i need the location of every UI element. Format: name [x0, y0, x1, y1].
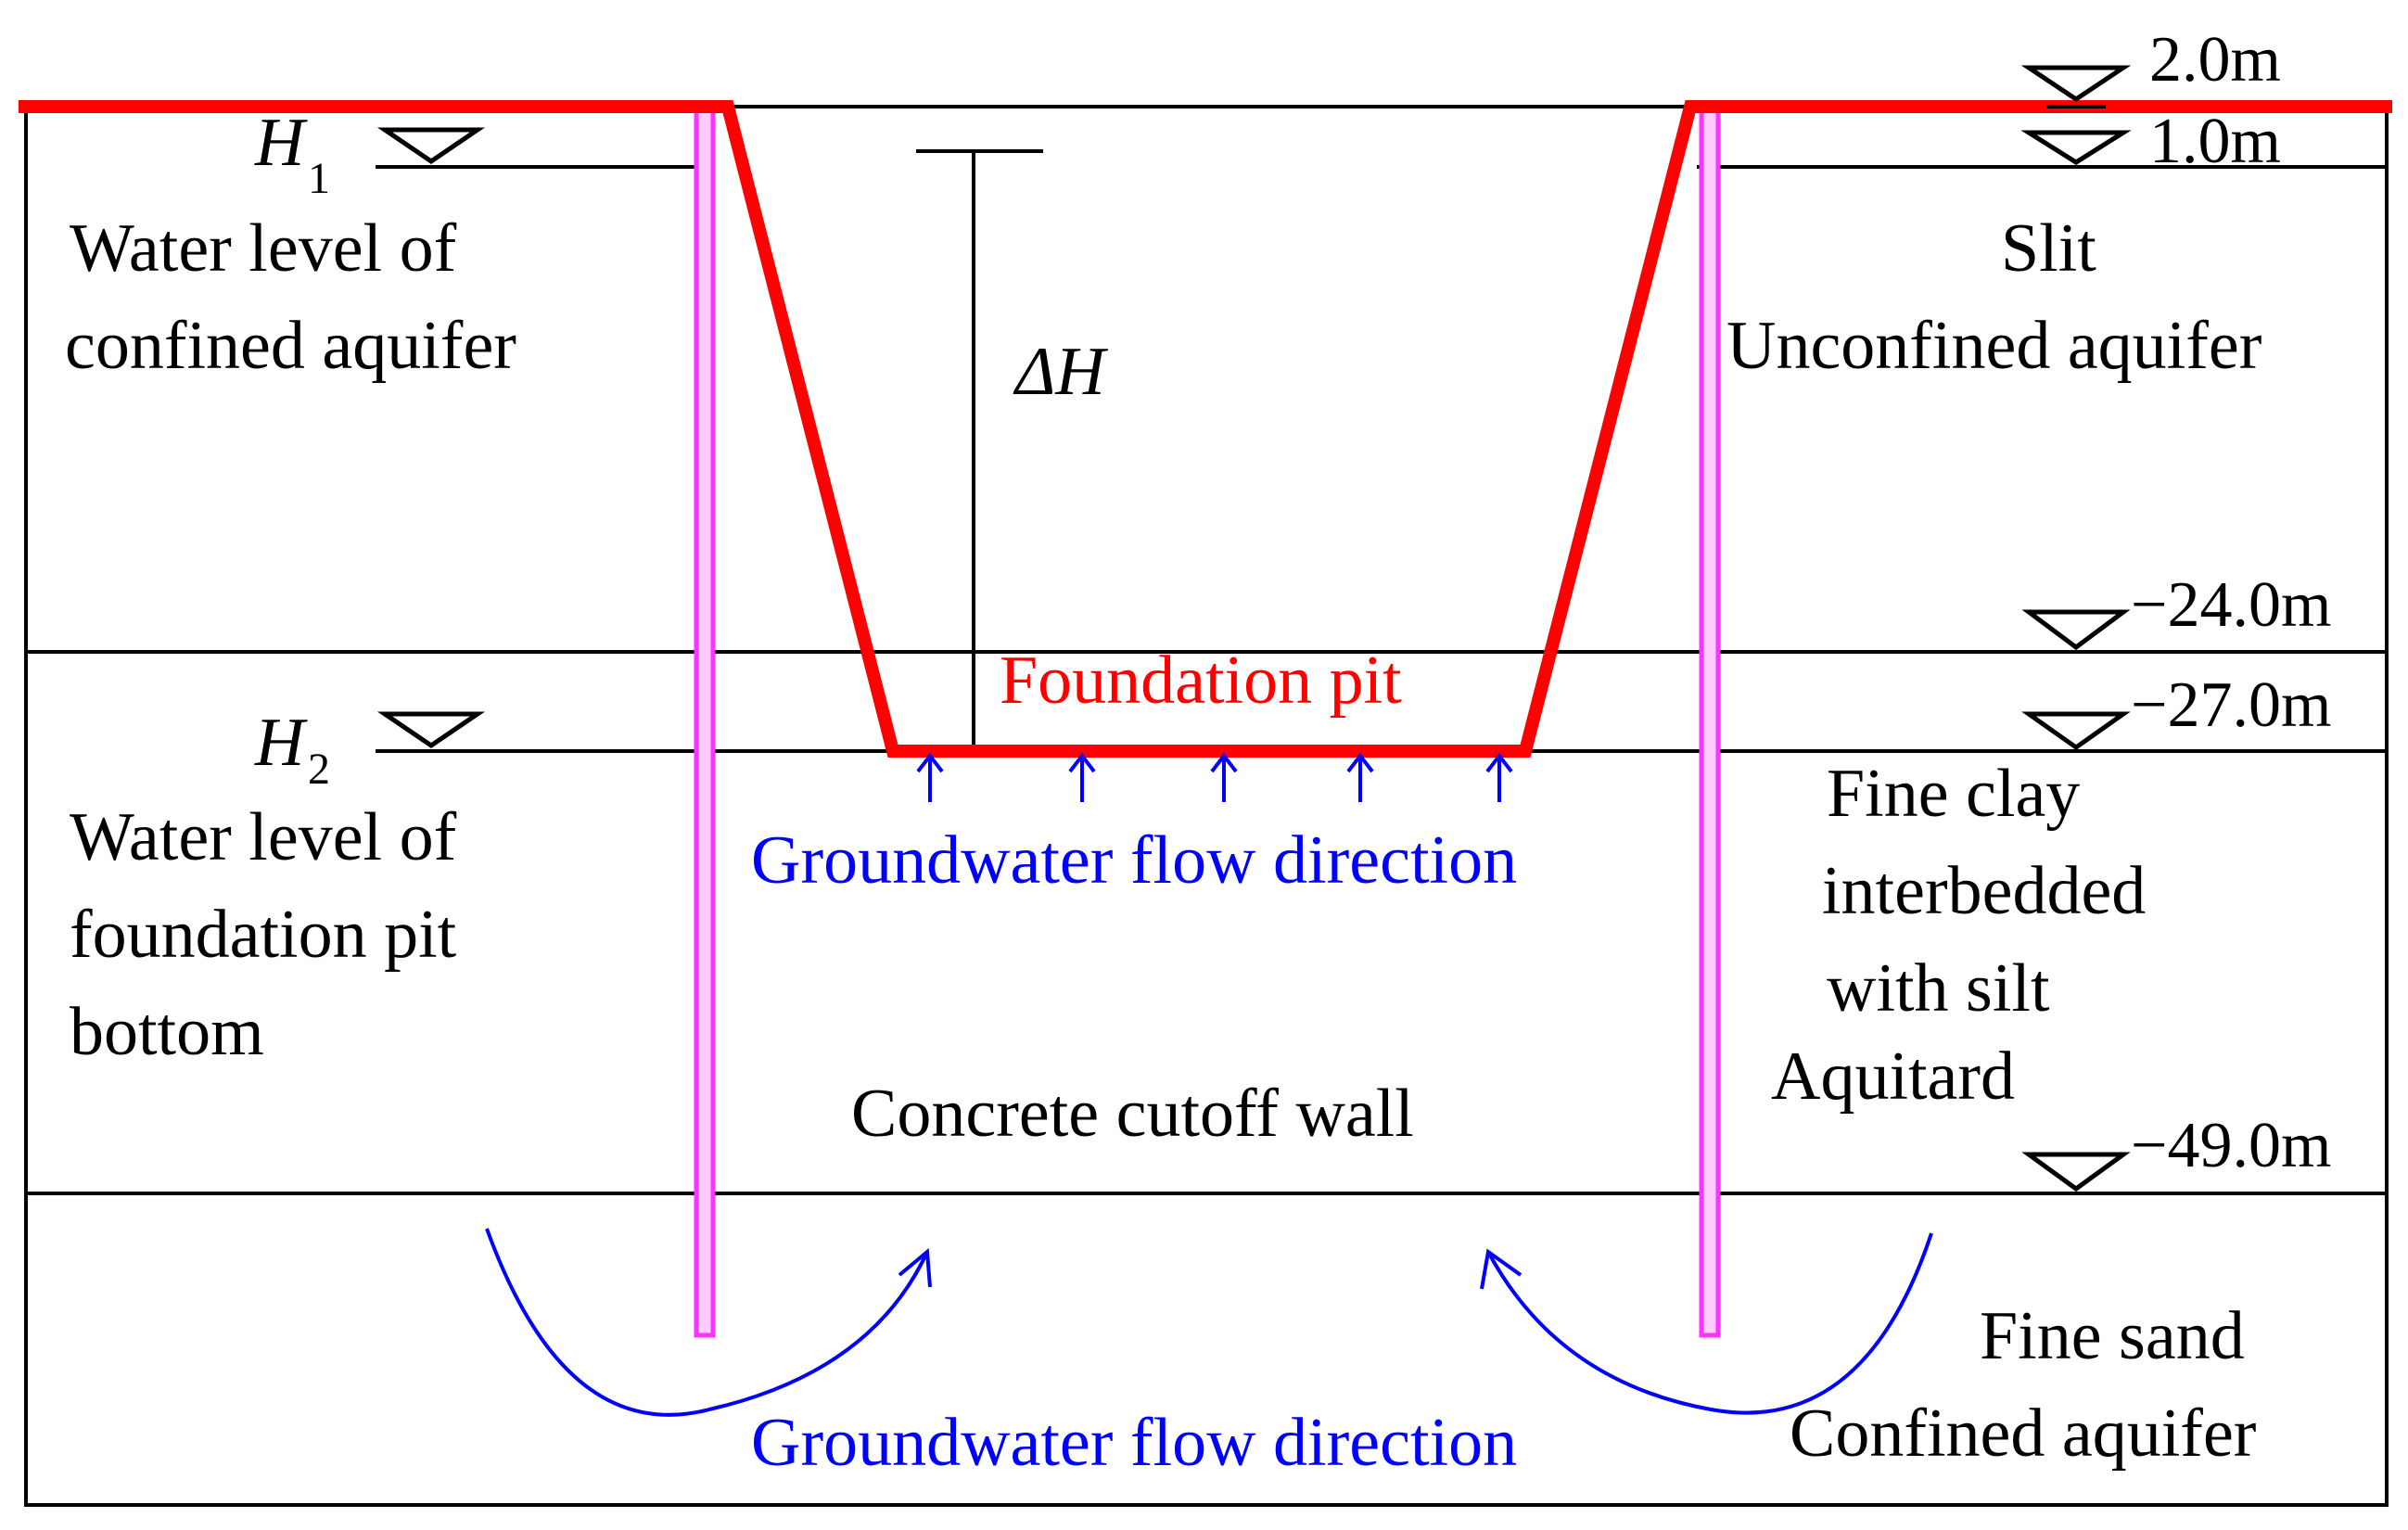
flow-arrow-up-head [1068, 752, 1096, 773]
curved-flow-arrow-left-icon [485, 1228, 929, 1417]
h1-symbol: H [254, 105, 308, 181]
level-label-24m: −24.0m [2131, 569, 2331, 641]
layer2-label-line2: interbedded [1822, 853, 2146, 929]
flow-direction-upper-label: Groundwater flow direction [751, 822, 1517, 899]
upward-flow-arrows [916, 752, 1513, 802]
left-lower-label-line2: foundation pit [70, 897, 457, 973]
left-lower-label-line1: Water level of [70, 799, 457, 875]
left-lower-label-line3: bottom [70, 994, 264, 1070]
layer1-label-line2: Unconfined aquifer [1726, 308, 2261, 384]
curved-flow-arrow-right-icon [1486, 1232, 1933, 1415]
layer2-label-line4: Aquitard [1771, 1039, 2015, 1115]
level-label-2m: 2.0m [2149, 24, 2281, 96]
level-label-49m: −49.0m [2131, 1110, 2331, 1181]
curved-flow-arrow-right-head [1480, 1248, 1523, 1290]
flow-arrow-up-head [916, 752, 944, 773]
flow-direction-lower-label: Groundwater flow direction [751, 1405, 1517, 1481]
h2-subscript: 2 [308, 745, 330, 794]
curved-flow-arrow-left-head [898, 1247, 932, 1288]
water-level-triangle-1m [2020, 130, 2132, 165]
layer1-label-line1: Slit [2001, 210, 2096, 287]
delta-h-label: ΔH [1013, 334, 1108, 410]
water-level-triangle-27m [2021, 711, 2131, 751]
left-upper-label-line2: confined aquifer [65, 308, 516, 384]
level-label-27m: −27.0m [2131, 669, 2331, 741]
layer3-label-line2: Confined aquifer [1790, 1396, 2256, 1472]
ground-surface-excavation [19, 100, 2392, 758]
foundation-pit-label: Foundation pit [1000, 643, 1402, 719]
flow-arrow-up-head [1346, 752, 1374, 773]
level-label-1m: 1.0m [2149, 106, 2281, 177]
water-level-triangle-2m [2020, 65, 2132, 103]
left-upper-label-line1: Water level of [70, 210, 457, 287]
cutoff-wall-label: Concrete cutoff wall [851, 1076, 1414, 1152]
flow-arrow-up-head [1485, 752, 1513, 773]
layer3-label-line1: Fine sand [1980, 1298, 2245, 1374]
layer2-label-line1: Fine clay [1827, 756, 2080, 832]
water-level-triangle-h2 [376, 711, 486, 749]
layer2-label-line3: with silt [1827, 950, 2050, 1026]
cutoff-wall-right [1699, 104, 1721, 1338]
h2-symbol: H [254, 705, 308, 781]
curved-flow-arrows [485, 1228, 1933, 1417]
water-level-triangle-h1 [376, 127, 486, 165]
water-level-triangle-49m [2021, 1152, 2131, 1192]
flow-arrow-up-head [1210, 752, 1238, 773]
cutoff-wall-left [694, 104, 716, 1338]
water-level-triangle-24m [2021, 609, 2131, 651]
section-frame [24, 105, 2389, 1507]
h1-subscript: 1 [308, 154, 330, 203]
